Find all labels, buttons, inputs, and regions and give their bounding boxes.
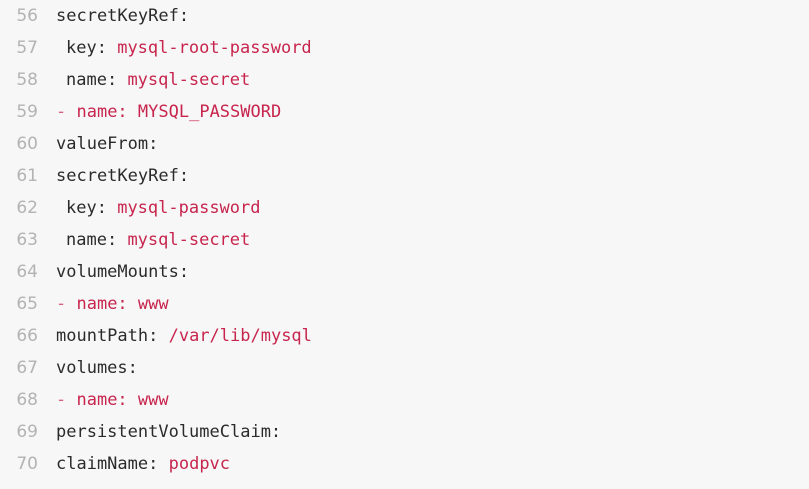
line-content: persistentVolumeClaim: bbox=[56, 416, 281, 448]
line-content: - name: MYSQL_PASSWORD bbox=[56, 96, 281, 128]
code-line: 62 key: mysql-password bbox=[0, 192, 261, 224]
line-number: 60 bbox=[16, 134, 38, 154]
line-content: volumes: bbox=[56, 352, 138, 384]
yaml-key: name: bbox=[76, 390, 128, 410]
yaml-value: mysql-secret bbox=[127, 230, 251, 250]
yaml-value: mysql-root-password bbox=[117, 38, 312, 58]
line-content: key: mysql-root-password bbox=[56, 32, 312, 64]
code-line: 56 secretKeyRef: bbox=[0, 0, 189, 32]
yaml-key: persistentVolumeClaim: bbox=[56, 422, 282, 442]
code-line: 60 valueFrom: bbox=[0, 128, 158, 160]
line-number: 59 bbox=[16, 102, 38, 122]
line-number: 66 bbox=[16, 326, 38, 346]
yaml-value: mysql-secret bbox=[127, 70, 251, 90]
code-line: 59- name: MYSQL_PASSWORD bbox=[0, 96, 281, 128]
code-line: 58 name: mysql-secret bbox=[0, 64, 250, 96]
line-number: 69 bbox=[16, 422, 38, 442]
line-number: 64 bbox=[16, 262, 38, 282]
line-number: 57 bbox=[16, 38, 38, 58]
code-line: 68- name: www bbox=[0, 384, 169, 416]
yaml-value: podpvc bbox=[168, 454, 231, 474]
list-dash: - bbox=[56, 102, 77, 122]
yaml-key: volumes: bbox=[56, 358, 138, 378]
code-line: 69 persistentVolumeClaim: bbox=[0, 416, 281, 448]
line-number: 68 bbox=[16, 390, 38, 410]
yaml-value: www bbox=[137, 390, 169, 410]
line-content: name: mysql-secret bbox=[56, 64, 250, 96]
line-number: 70 bbox=[16, 454, 38, 474]
line-content: claimName: podpvc bbox=[56, 448, 230, 480]
line-number: 63 bbox=[16, 230, 38, 250]
yaml-value: mysql-password bbox=[117, 198, 261, 218]
line-content: volumeMounts: bbox=[56, 256, 189, 288]
list-dash: - bbox=[56, 294, 77, 314]
line-number: 58 bbox=[16, 70, 38, 90]
line-number: 61 bbox=[16, 166, 38, 186]
yaml-key: secretKeyRef: bbox=[56, 166, 190, 186]
line-number: 65 bbox=[16, 294, 38, 314]
yaml-key: valueFrom: bbox=[56, 134, 159, 154]
code-line: 65- name: www bbox=[0, 288, 169, 320]
yaml-value: /var/lib/mysql bbox=[168, 326, 312, 346]
yaml-value: MYSQL_PASSWORD bbox=[137, 102, 282, 122]
yaml-key: name: bbox=[66, 230, 118, 250]
code-line: 66 mountPath: /var/lib/mysql bbox=[0, 320, 312, 352]
code-line: 61 secretKeyRef: bbox=[0, 160, 189, 192]
code-line: 63 name: mysql-secret bbox=[0, 224, 250, 256]
line-content: secretKeyRef: bbox=[56, 0, 189, 32]
yaml-value: www bbox=[137, 294, 169, 314]
yaml-key: secretKeyRef: bbox=[56, 6, 190, 26]
line-number: 67 bbox=[16, 358, 38, 378]
line-content: key: mysql-password bbox=[56, 192, 261, 224]
yaml-key: key: bbox=[66, 38, 107, 58]
code-line: 57 key: mysql-root-password bbox=[0, 32, 312, 64]
code-line: 70 claimName: podpvc bbox=[0, 448, 230, 480]
line-content: name: mysql-secret bbox=[56, 224, 250, 256]
line-content: valueFrom: bbox=[56, 128, 158, 160]
yaml-key: mountPath: bbox=[56, 326, 159, 346]
yaml-key: name: bbox=[76, 102, 128, 122]
line-number: 56 bbox=[16, 6, 38, 26]
code-line: 64 volumeMounts: bbox=[0, 256, 189, 288]
line-content: - name: www bbox=[56, 384, 169, 416]
yaml-key: claimName: bbox=[56, 454, 159, 474]
yaml-key: key: bbox=[66, 198, 107, 218]
line-content: mountPath: /var/lib/mysql bbox=[56, 320, 312, 352]
yaml-key: name: bbox=[76, 294, 128, 314]
yaml-key: name: bbox=[66, 70, 118, 90]
list-dash: - bbox=[56, 390, 77, 410]
code-line: 67 volumes: bbox=[0, 352, 138, 384]
line-content: secretKeyRef: bbox=[56, 160, 189, 192]
line-number: 62 bbox=[16, 198, 38, 218]
yaml-key: volumeMounts: bbox=[56, 262, 190, 282]
line-content: - name: www bbox=[56, 288, 169, 320]
